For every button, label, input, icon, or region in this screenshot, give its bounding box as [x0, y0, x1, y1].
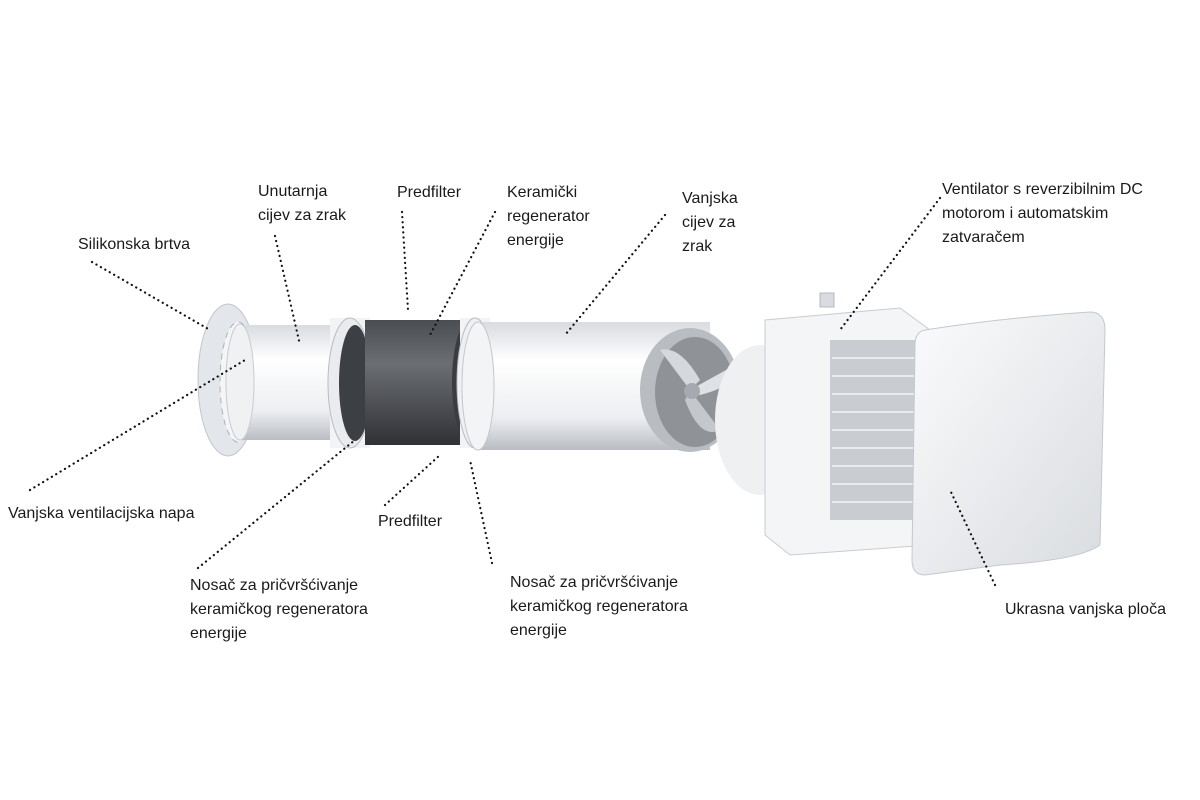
label-line: Silikonska brtva	[78, 236, 191, 253]
label-line: regenerator	[507, 208, 590, 225]
label-line: zrak	[682, 238, 713, 255]
label-line: Unutarnja	[258, 183, 328, 200]
label-line: keramičkog regeneratora	[510, 598, 688, 615]
label-inner-tube: Unutarnja cijev za zrak	[258, 180, 346, 228]
label-outer-hood: Vanjska ventilacijska napa	[8, 502, 194, 526]
label-line: energije	[190, 625, 247, 642]
label-line: zatvaračem	[942, 229, 1025, 246]
leader-bracket-right	[468, 458, 494, 565]
label-bracket-left: Nosač za pričvršćivanje keramičkog regen…	[190, 574, 368, 646]
label-line: cijev za zrak	[258, 207, 347, 224]
label-line: Nosač za pričvršćivanje	[190, 577, 359, 594]
label-line: cijev za	[682, 214, 736, 231]
fan-blades	[660, 349, 736, 432]
decorative-outer-plate	[911, 311, 1106, 576]
label-line: Vanjska	[682, 190, 738, 207]
bracket-left	[327, 317, 373, 449]
label-prefilter-bottom: Predfilter	[378, 510, 442, 534]
label-line: Ukrasna vanjska ploča	[1005, 601, 1166, 618]
leader-inner-tube	[273, 234, 302, 347]
label-silicone-seal: Silikonska brtva	[78, 233, 190, 257]
leader-prefilter-bottom	[383, 453, 442, 507]
leader-silicone-seal	[90, 260, 212, 332]
leader-prefilter-top	[400, 210, 410, 312]
label-line: Ventilator s reverzibilnim DC	[942, 181, 1143, 198]
label-ceramic-regenerator: Keramički regenerator energije	[507, 181, 590, 253]
label-line: motorom i automatskim	[942, 205, 1109, 222]
leader-outer-hood	[28, 358, 247, 492]
label-outer-tube: Vanjska cijev za zrak	[682, 187, 738, 259]
label-line: Keramički	[507, 184, 578, 201]
label-bracket-right: Nosač za pričvršćivanje keramičkog regen…	[510, 571, 688, 643]
label-line: Nosač za pričvršćivanje	[510, 574, 679, 591]
label-fan: Ventilator s reverzibilnim DC motorom i …	[942, 178, 1143, 250]
label-line: Predfilter	[378, 513, 443, 530]
leader-fan	[838, 196, 942, 332]
leader-bracket-left	[196, 438, 357, 570]
outer-air-tube	[461, 321, 740, 452]
label-decorative-plate: Ukrasna vanjska ploča	[1005, 598, 1166, 622]
label-line: keramičkog regeneratora	[190, 601, 368, 618]
label-line: energije	[510, 622, 567, 639]
label-line: energije	[507, 232, 564, 249]
label-prefilter-top: Predfilter	[397, 181, 461, 205]
leader-ceramic	[428, 210, 497, 337]
fan-housing	[715, 292, 931, 556]
label-line: Vanjska ventilacijska napa	[8, 505, 195, 522]
leader-decorative-plate	[948, 488, 997, 587]
leader-outer-tube	[563, 213, 667, 337]
label-line: Predfilter	[397, 184, 462, 201]
